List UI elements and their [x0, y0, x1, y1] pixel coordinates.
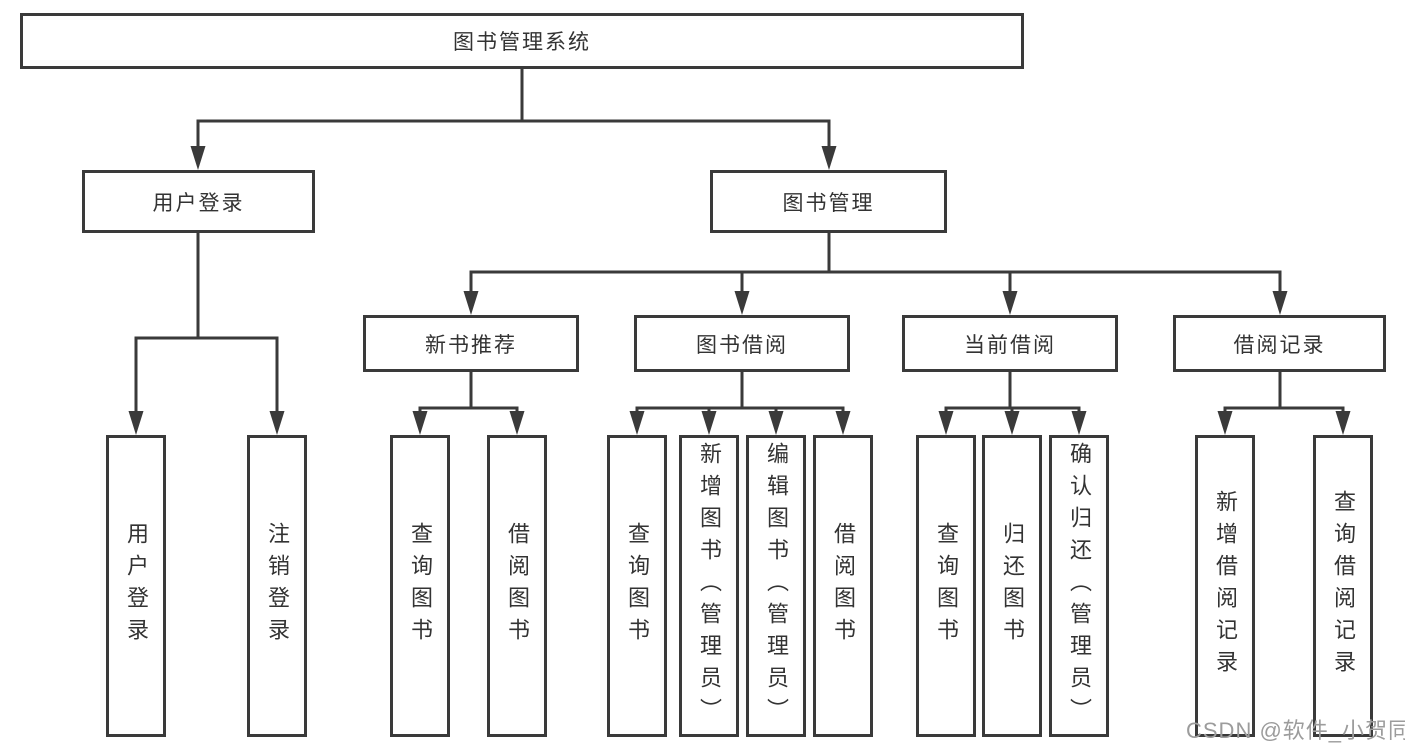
node-label: 图书管理 [782, 191, 875, 215]
leaf-user-login: 用户登录 [106, 435, 166, 737]
node-label: 图书借阅 [696, 333, 788, 357]
leaf-query-books-borrowing: 查询图书 [607, 435, 667, 737]
node-label: 编辑图书（管理员） [764, 442, 789, 730]
leaf-return-books: 归还图书 [982, 435, 1042, 737]
arrowhead [835, 411, 851, 435]
node-label: 借阅图书 [831, 522, 856, 650]
leaf-add-borrow-record: 新增借阅记录 [1195, 435, 1255, 737]
leaf-add-books-admin: 新增图书（管理员） [679, 435, 739, 737]
arrowhead [1004, 411, 1020, 435]
arrowhead [128, 411, 144, 435]
arrowhead [701, 411, 717, 435]
leaf-edit-books-admin: 编辑图书（管理员） [746, 435, 806, 737]
arrowhead [1217, 411, 1233, 435]
arrowhead [463, 291, 479, 315]
leaf-query-books-current: 查询图书 [916, 435, 976, 737]
node-label: 归还图书 [1000, 522, 1025, 650]
leaf-confirm-return-admin: 确认归还（管理员） [1049, 435, 1109, 737]
node-label: 当前借阅 [964, 333, 1056, 357]
arrowhead [412, 411, 428, 435]
node-book-borrowing: 图书借阅 [634, 315, 850, 372]
node-label: 查询图书 [625, 522, 650, 650]
node-label: 借阅记录 [1233, 333, 1326, 357]
node-library-management-system: 图书管理系统 [20, 13, 1024, 69]
node-label: 注销登录 [265, 522, 290, 650]
node-label: 图书管理系统 [453, 31, 591, 54]
arrowhead [509, 411, 525, 435]
arrowhead [629, 411, 645, 435]
arrowhead [1335, 411, 1351, 435]
node-label: 新书推荐 [425, 333, 517, 357]
arrowhead [1272, 291, 1288, 315]
leaf-borrow-books-recommend: 借阅图书 [487, 435, 547, 737]
node-label: 确认归还（管理员） [1067, 442, 1092, 730]
arrowhead [734, 291, 750, 315]
node-book-management: 图书管理 [710, 170, 947, 233]
leaf-query-books-recommend: 查询图书 [390, 435, 450, 737]
arrowhead [1002, 291, 1018, 315]
node-new-book-recommendation: 新书推荐 [363, 315, 579, 372]
leaf-borrow-books: 借阅图书 [813, 435, 873, 737]
node-label: 用户登录 [124, 522, 149, 650]
node-label: 查询图书 [934, 522, 959, 650]
node-label: 查询图书 [408, 522, 433, 650]
node-user-login: 用户登录 [82, 170, 315, 233]
arrowhead [269, 411, 285, 435]
node-label: 查询借阅记录 [1331, 490, 1356, 682]
node-label: 用户登录 [152, 191, 245, 215]
arrowheads-group [128, 146, 1351, 435]
leaf-query-borrow-record: 查询借阅记录 [1313, 435, 1373, 737]
arrowhead [768, 411, 784, 435]
arrowhead [1071, 411, 1087, 435]
node-label: 借阅图书 [505, 522, 530, 650]
arrowhead [821, 146, 837, 170]
node-current-borrowing: 当前借阅 [902, 315, 1118, 372]
csdn-watermark: CSDN @软件_小贺同学 [1186, 718, 1405, 743]
node-label: 新增图书（管理员） [697, 442, 722, 730]
leaf-logout: 注销登录 [247, 435, 307, 737]
arrowhead [938, 411, 954, 435]
arrowhead [190, 146, 206, 170]
node-label: 新增借阅记录 [1213, 490, 1238, 682]
node-borrowing-records: 借阅记录 [1173, 315, 1386, 372]
